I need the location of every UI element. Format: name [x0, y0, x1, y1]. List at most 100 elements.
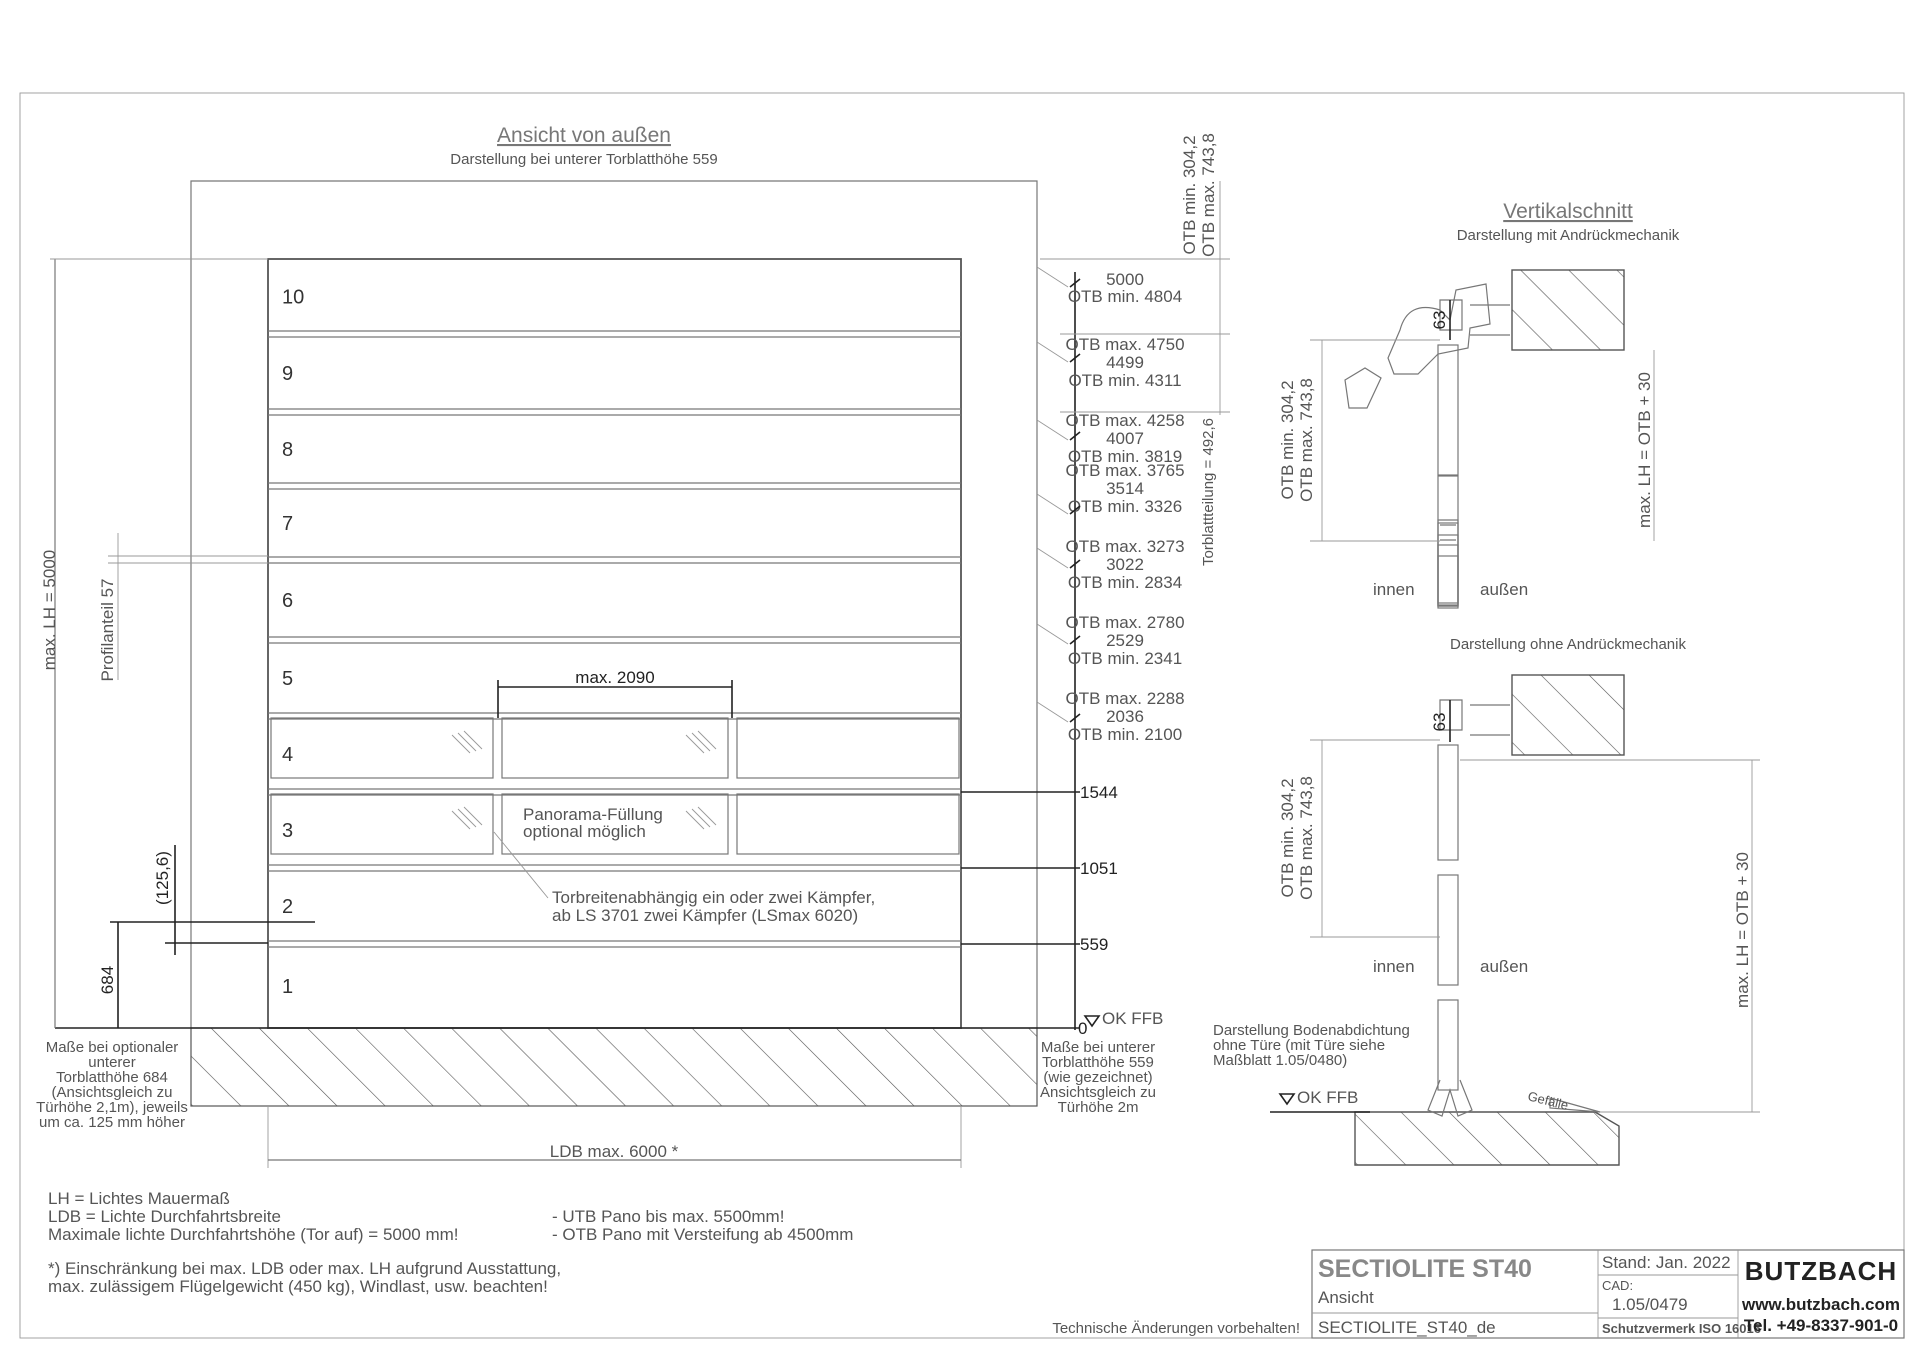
dim-leader	[1036, 341, 1069, 363]
panel-number-7: 7	[282, 513, 293, 535]
dim-tick	[1069, 505, 1081, 515]
tb-cad-number: 1.05/0479	[1612, 1295, 1688, 1314]
dim-tick	[1069, 278, 1081, 288]
right-height-min: OTB min. 3819	[1068, 447, 1182, 466]
dim-leader	[1036, 266, 1069, 288]
panorama-note-1: Panorama-Füllung	[523, 805, 663, 824]
svg-text:OTB min. 304,2: OTB min. 304,2	[1278, 778, 1297, 897]
dim-max-2090: max. 2090	[497, 668, 733, 718]
legend-line: LH = Lichtes Mauermaß	[48, 1189, 230, 1208]
tb-view: Ansicht	[1318, 1288, 1374, 1307]
bottom-heights: 1544 1051 559 0 OK FFB	[961, 783, 1163, 1038]
svg-text:63: 63	[1430, 713, 1449, 732]
bodenNote-line: Maßblatt 1.05/0480)	[1213, 1052, 1347, 1069]
section-with-mechanism: 63 OTB min. 304,2 OTB max. 743,8 max. LH…	[1278, 269, 1655, 609]
svg-text:(125,6): (125,6)	[153, 851, 172, 905]
panel-number-4: 4	[282, 744, 293, 766]
legend-notes: - UTB Pano bis max. 5500mm!- OTB Pano mi…	[552, 1207, 853, 1244]
svg-text:OTB min. 304,2: OTB min. 304,2	[1180, 135, 1199, 254]
svg-text:684: 684	[98, 966, 117, 994]
tb-brand: BUTZBACH	[1745, 1256, 1897, 1286]
right-height-nominal: 3514	[1106, 479, 1144, 498]
dim-tick	[1069, 353, 1081, 363]
sheet-frame	[19, 92, 1905, 1339]
right-height-max: OTB max. 3765	[1065, 461, 1184, 480]
footnote: *) Einschränkung bei max. LDB oder max. …	[48, 1259, 561, 1296]
glazing-row-3	[270, 793, 960, 855]
legend-note: - UTB Pano bis max. 5500mm!	[552, 1207, 784, 1226]
svg-text:63: 63	[1430, 311, 1449, 330]
right-height-max: OTB max. 3273	[1065, 537, 1184, 556]
right-height-nominal: 4499	[1106, 353, 1144, 372]
svg-text:Gefälle: Gefälle	[1526, 1088, 1570, 1113]
dim-leader	[1036, 701, 1069, 723]
dim-tick	[1069, 635, 1081, 645]
tb-tel: Tel. +49-8337-901-0	[1744, 1316, 1898, 1335]
tb-cad-label: CAD:	[1602, 1278, 1633, 1293]
panel-number-9: 9	[282, 363, 293, 385]
footnote-line: max. zulässigem Flügelgewicht (450 kg), …	[48, 1277, 548, 1296]
svg-text:OK FFB: OK FFB	[1297, 1088, 1358, 1107]
svg-text:1544: 1544	[1080, 783, 1118, 802]
leftNote-line: (Ansichtsgleich zu	[52, 1084, 173, 1101]
panel-number-1: 1	[282, 976, 293, 998]
leftNote-line: unterer	[88, 1054, 136, 1071]
svg-text:max. LH = OTB + 30: max. LH = OTB + 30	[1635, 372, 1654, 528]
tb-file: SECTIOLITE_ST40_de	[1318, 1318, 1496, 1337]
svg-text:1051: 1051	[1080, 859, 1118, 878]
tb-disclaimer: Technische Änderungen vorbehalten!	[1052, 1320, 1300, 1337]
svg-text:OTB max. 743,8: OTB max. 743,8	[1297, 776, 1316, 900]
dim-tick	[1069, 559, 1081, 569]
rightNote-line: (wie gezeichnet)	[1043, 1069, 1152, 1086]
bodenNote-line: Darstellung Bodenabdichtung	[1213, 1022, 1410, 1039]
svg-text:OK FFB: OK FFB	[1102, 1009, 1163, 1028]
kaempfer-leader	[493, 831, 549, 899]
leftNote-line: um ca. 125 mm höher	[39, 1114, 185, 1131]
kaempfer-note-2: ab LS 3701 zwei Kämpfer (LSmax 6020)	[552, 906, 858, 925]
section-title: Vertikalschnitt	[1503, 200, 1633, 223]
right-height-min: OTB min. 2341	[1068, 649, 1182, 668]
svg-text:0: 0	[1078, 1019, 1087, 1038]
tb-product: SECTIOLITE ST40	[1318, 1255, 1532, 1283]
svg-text:außen: außen	[1480, 580, 1528, 599]
svg-text:Profilanteil 57: Profilanteil 57	[98, 578, 117, 681]
dim-leader	[1036, 419, 1069, 441]
right-height-nominal: 2036	[1106, 707, 1144, 726]
leftNote-line: Torblatthöhe 684	[56, 1069, 168, 1086]
right-height-max: OTB max. 4258	[1065, 411, 1184, 430]
rightNote-line: Ansichtsgleich zu	[1040, 1084, 1156, 1101]
panel-number-3: 3	[282, 820, 293, 842]
right-height-nominal: 5000	[1106, 270, 1144, 289]
dim-max-lh: max. LH = 5000	[40, 258, 268, 1028]
right-height-min: OTB min. 4311	[1068, 371, 1181, 390]
right-height-max: OTB max. 2780	[1065, 613, 1184, 632]
dim-ldb: LDB max. 6000 *	[267, 1106, 962, 1168]
outside-view-subtitle: Darstellung bei unterer Torblatthöhe 559	[450, 151, 717, 168]
tb-web: www.butzbach.com	[1741, 1295, 1900, 1314]
dim-leader	[1036, 493, 1069, 515]
section-subtitle-1: Darstellung mit Andrückmechanik	[1457, 227, 1680, 244]
tb-stand: Stand: Jan. 2022	[1602, 1253, 1731, 1272]
dim-profilanteil: Profilanteil 57	[98, 533, 268, 682]
leftNote-line: Maße bei optionaler	[46, 1039, 179, 1056]
svg-text:Torblattteilung = 492,6: Torblattteilung = 492,6	[1200, 418, 1217, 566]
wall-opening-outline	[190, 180, 1038, 1028]
panorama-note-2: optional möglich	[523, 822, 646, 841]
dim-otb-top: OTB min. 304,2 OTB max. 743,8 Torblattte…	[1040, 133, 1230, 566]
right-height-min: OTB min. 2834	[1068, 573, 1182, 592]
right-height-min: OTB min. 2100	[1068, 725, 1182, 744]
floor-hatch-outside	[190, 1027, 1038, 1107]
panel-number-5: 5	[282, 668, 293, 690]
section-subtitle-2: Darstellung ohne Andrückmechanik	[1450, 636, 1686, 653]
right-height-min: OTB min. 4804	[1068, 287, 1182, 306]
dim-tick	[1069, 713, 1081, 723]
right-height-max: OTB max. 4750	[1065, 335, 1184, 354]
dim-125-684: (125,6) 684	[98, 845, 315, 1028]
title-block: SECTIOLITE ST40 Ansicht SECTIOLITE_ST40_…	[1052, 1249, 1905, 1339]
legend-line: Maximale lichte Durchfahrtshöhe (Tor auf…	[48, 1225, 459, 1244]
rightNote-line: Torblatthöhe 559	[1042, 1054, 1154, 1071]
panel-number-6: 6	[282, 590, 293, 612]
